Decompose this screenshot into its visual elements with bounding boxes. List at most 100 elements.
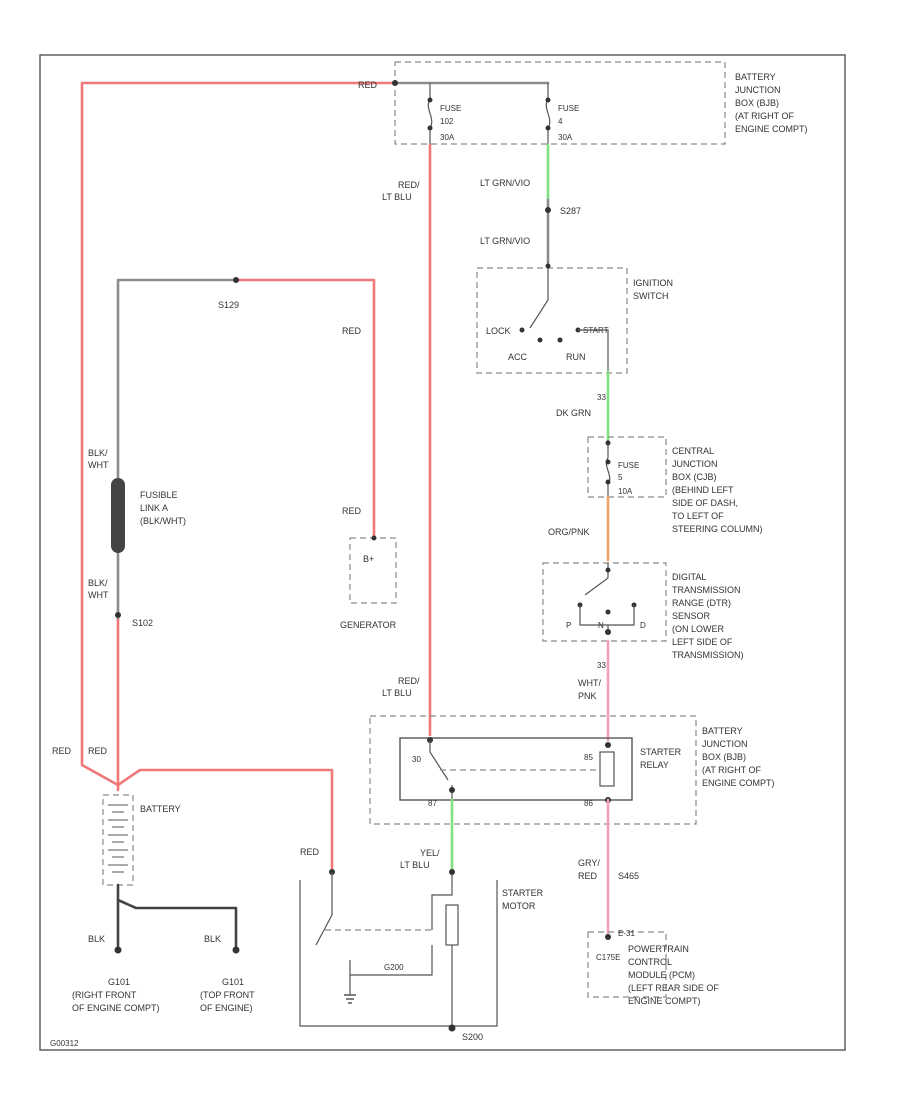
dtr-switch-blade <box>584 563 609 596</box>
dtr-term-p: P <box>566 621 571 630</box>
relay-title-2: RELAY <box>640 760 669 770</box>
relay-pin-85-label: 85 <box>584 753 593 762</box>
ignition-start-lead <box>578 329 609 372</box>
ignition-lock: LOCK <box>486 326 511 336</box>
splice-s287-dot <box>545 207 551 213</box>
dtr-title-1: DIGITAL <box>672 572 706 582</box>
blk-label-2: BLK <box>204 934 221 944</box>
splice-s129-label: S129 <box>218 300 239 310</box>
cjb-fuse-label-3: 10A <box>618 487 633 496</box>
red-left-label-2: RED <box>88 746 108 756</box>
ground-left-2: (RIGHT FRONT <box>72 990 137 1000</box>
fuse-102-label-2: 102 <box>440 117 454 126</box>
red-gen-label-2: RED <box>342 506 362 516</box>
ground-right-1: G101 <box>222 977 244 987</box>
dtr-input-pin <box>605 567 611 573</box>
starter-solenoid-coil <box>445 904 459 946</box>
bjb-input-junction <box>392 80 398 86</box>
generator-title: GENERATOR <box>340 620 397 630</box>
splice-s102-dot <box>115 612 121 618</box>
red-top-label: RED <box>358 80 378 90</box>
ignition-acc-pin <box>537 337 543 343</box>
fusible-title-3: (BLK/WHT) <box>140 516 186 526</box>
bjb-top-title-5: ENGINE COMPT) <box>735 124 808 134</box>
dtr-pin-n <box>605 609 611 615</box>
gry-red-label-2: RED <box>578 871 598 881</box>
fuse-102-pin-a <box>427 97 433 103</box>
cjb-title-5: SIDE OF DASH, <box>672 498 738 508</box>
ignition-title-2: SWITCH <box>633 291 669 301</box>
starter-s-label: G200 <box>384 963 404 972</box>
wht-pnk-label-2: WHT/ <box>578 678 601 688</box>
fusible-title-1: FUSIBLE <box>140 490 178 500</box>
cjb-pin-c <box>605 479 611 485</box>
ignition-switch-box <box>476 267 628 374</box>
fuse-102-label-3: 30A <box>440 133 455 142</box>
yel-lt-blu-label-1: YEL/ <box>420 848 440 858</box>
wht-pnk-label-1: 33 <box>597 661 606 670</box>
starter-s-lead <box>431 870 453 930</box>
battery-cells <box>108 804 128 873</box>
splice-s129-dot <box>233 277 239 283</box>
blk-wht-bot-1: BLK/ <box>88 578 108 588</box>
ignition-lock-pin <box>519 327 525 333</box>
relay-coil <box>599 751 615 787</box>
dtr-title-2: TRANSMISSION <box>672 585 741 595</box>
fusible-link <box>111 478 125 553</box>
cjb-title-1: CENTRAL <box>672 446 714 456</box>
splice-s102-label: S102 <box>132 618 153 628</box>
relay-pin-87-label: 87 <box>428 799 437 808</box>
bjb-mid-title-1: BATTERY <box>702 726 743 736</box>
dk-grn-label-2: DK GRN <box>556 408 591 418</box>
dtr-title-4: SENSOR <box>672 611 711 621</box>
cjb-title-6: TO LEFT OF <box>672 511 724 521</box>
red-gen-wire <box>234 278 376 540</box>
bjb-top-title-2: JUNCTION <box>735 85 781 95</box>
ground-right-3: OF ENGINE) <box>200 1003 253 1013</box>
blk-label-1: BLK <box>88 934 105 944</box>
cjb-fuse-label-1: FUSE <box>618 461 639 470</box>
relay-pin-86-label: 86 <box>584 799 593 808</box>
dtr-title-6: LEFT SIDE OF <box>672 637 733 647</box>
bjb-top-box <box>394 61 726 145</box>
cjb-pin-a <box>605 440 611 446</box>
relay-title-1: STARTER <box>640 747 682 757</box>
cjb-fuse-label-2: 5 <box>618 473 623 482</box>
yel-lt-blu-label-2: LT BLU <box>400 860 430 870</box>
starter-solenoid-contact <box>315 872 333 946</box>
starter-relay-body <box>399 737 633 801</box>
fuse-4-pin-b <box>545 125 551 131</box>
bjb-mid-title-3: BOX (BJB) <box>702 752 746 762</box>
ignition-start: START <box>583 326 609 335</box>
cjb-title-3: BOX (CJB) <box>672 472 717 482</box>
fuse-102-pin-b <box>427 125 433 131</box>
starter-ground-icon <box>344 994 356 1004</box>
ground-g200-dot <box>448 1024 456 1032</box>
dtr-title-3: RANGE (DTR) <box>672 598 731 608</box>
ground-left-3: OF ENGINE COMPT) <box>72 1003 160 1013</box>
red-lt-blu-mid-2: LT BLU <box>382 688 412 698</box>
cjb-title-4: (BEHIND LEFT <box>672 485 734 495</box>
diagram-id: G00312 <box>50 1039 79 1048</box>
cjb-title-7: STEERING COLUMN) <box>672 524 763 534</box>
cjb-title-2: JUNCTION <box>672 459 718 469</box>
generator-terminal: B+ <box>363 554 374 564</box>
dk-grn-label-1: 33 <box>597 393 606 402</box>
ignition-run: RUN <box>566 352 586 362</box>
bjb-mid-box <box>369 715 697 825</box>
cjb-pin-b <box>605 459 611 465</box>
ground-g101-right-dot <box>232 946 240 954</box>
blk-wht-wire-top <box>116 278 238 622</box>
ignition-switch-blade <box>529 262 549 329</box>
starter-title-2: MOTOR <box>502 901 536 911</box>
bjb-top-title-4: (AT RIGHT OF <box>735 111 795 121</box>
starter-s-terminal <box>449 869 455 875</box>
pcm-title-1: POWERTRAIN <box>628 944 689 954</box>
dtr-sensor-box <box>542 562 667 642</box>
red-left-label-1: RED <box>52 746 72 756</box>
diagram-frame <box>39 54 846 1051</box>
blk-wht-bot-2: WHT <box>88 590 109 600</box>
ground-g101-left-dot <box>114 946 122 954</box>
dtr-output-leads <box>579 605 635 632</box>
